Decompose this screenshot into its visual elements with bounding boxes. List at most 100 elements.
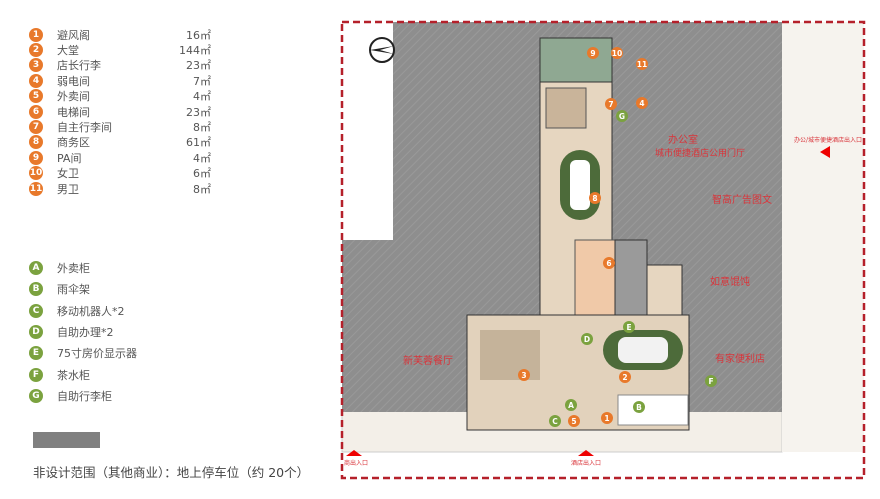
svg-text:1: 1 xyxy=(604,414,609,423)
svg-text:G: G xyxy=(619,112,625,121)
room-area: 8㎡ xyxy=(193,182,211,196)
plan-marker-a: A xyxy=(565,399,577,411)
facility-marker: D xyxy=(29,324,43,339)
plan-label-hotel-lobby: 城市便捷酒店公用门厅 xyxy=(655,147,745,159)
facility-legend-item: A 外卖柜 xyxy=(29,260,90,276)
plan-marker-7: 7 xyxy=(605,98,617,110)
footer-note: 非设计范围（其他商业）：地上停车位（约 20个） xyxy=(33,465,310,480)
room-name: 大堂 xyxy=(57,43,79,57)
plan-marker-5: 5 xyxy=(568,415,580,427)
room-legend-item: 3 店长行李 23㎡ xyxy=(29,58,211,73)
svg-text:E: E xyxy=(626,323,631,332)
plan-marker-g: G xyxy=(616,110,628,122)
non-design-area xyxy=(342,240,467,412)
room-number-marker: 8 xyxy=(29,135,43,150)
plan-label-office: 办公室 xyxy=(668,133,698,146)
plan-marker-10: 10 xyxy=(611,47,623,59)
elevator-lobby xyxy=(574,239,616,321)
svg-text:9: 9 xyxy=(590,49,595,58)
room-number-marker: 4 xyxy=(29,73,43,88)
facility-name: 外卖柜 xyxy=(57,262,90,275)
facility-name: 自助行李柜 xyxy=(57,389,112,403)
room-name: 商务区 xyxy=(57,136,90,150)
room-legend-item: 6 电梯间 23㎡ xyxy=(29,104,211,119)
plan-marker-8: 8 xyxy=(589,192,601,204)
facility-legend-item: B 雨伞架 xyxy=(29,281,90,297)
plan-marker-e: E xyxy=(623,321,635,333)
entrance-arrow-icon xyxy=(820,146,830,158)
room-legend-item: 5 外卖间 4㎡ xyxy=(29,89,211,104)
svg-text:8: 8 xyxy=(592,194,597,203)
non-design-area-swatch xyxy=(33,432,100,448)
plan-marker-4: 4 xyxy=(636,97,648,109)
plan-label-side-entrance: 办公/城市便捷酒店出入口 xyxy=(794,136,862,144)
svg-text:5: 5 xyxy=(571,417,576,426)
plan-label-hotel-entrance: 酒店出入口 xyxy=(571,459,601,467)
room-name: 弱电间 xyxy=(57,74,90,88)
facility-legend-item: G 自助行李柜 xyxy=(29,388,112,404)
room-number-marker: 9 xyxy=(29,150,43,165)
room-area: 8㎡ xyxy=(193,120,211,134)
stairwell xyxy=(614,239,648,316)
facility-name: 雨伞架 xyxy=(57,283,90,297)
entrance-arrow-icon xyxy=(578,450,594,456)
plan-base xyxy=(340,20,866,480)
plan-marker-b: B xyxy=(633,401,645,413)
plan-label-ad-shop: 智高广告图文 xyxy=(712,193,772,206)
room-number-marker: 10 xyxy=(29,166,43,181)
plan-marker-c: C xyxy=(549,415,561,427)
room-name: 女卫 xyxy=(57,167,79,181)
room-area: 23㎡ xyxy=(186,105,211,119)
room-number-marker: 1 xyxy=(29,27,43,42)
room-legend-item: 7 自主行李间 8㎡ xyxy=(29,119,211,134)
room-number-marker: 6 xyxy=(29,104,43,119)
facility-marker: F xyxy=(29,367,43,382)
room-name: 男卫 xyxy=(57,182,79,196)
plan-label-store: 有家便利店 xyxy=(715,352,765,365)
restrooms xyxy=(539,37,613,83)
svg-text:C: C xyxy=(552,417,558,426)
facility-legend-item: F 茶水柜 xyxy=(29,367,90,383)
plan-label-restaurant: 新芙蓉餐厅 xyxy=(403,354,453,367)
room-number-marker: 7 xyxy=(29,119,43,134)
plan-marker-1: 1 xyxy=(601,412,613,424)
svg-text:2: 2 xyxy=(622,373,627,382)
room-name: 外卖间 xyxy=(57,90,90,104)
room-legend-item: 8 商务区 61㎡ xyxy=(29,135,211,150)
room-legend-item: 11 男卫 8㎡ xyxy=(29,181,211,196)
room-number-marker: 5 xyxy=(29,89,43,104)
plan-marker-11: 11 xyxy=(636,58,648,70)
entrance-arrow-icon xyxy=(346,450,362,456)
facility-marker: A xyxy=(29,261,43,275)
svg-text:D: D xyxy=(584,335,590,344)
svg-text:A: A xyxy=(568,401,574,410)
facility-name: 自助办理*2 xyxy=(57,325,114,339)
svg-text:F: F xyxy=(708,377,713,386)
room-name: 电梯间 xyxy=(57,105,90,119)
room-area: 144㎡ xyxy=(179,43,211,57)
svg-text:11: 11 xyxy=(637,60,647,69)
room-area: 61㎡ xyxy=(186,136,211,150)
svg-text:7: 7 xyxy=(608,100,613,109)
room-number-marker: 3 xyxy=(29,58,43,73)
room-name: 店长行李 xyxy=(57,59,101,73)
room-area: 4㎡ xyxy=(193,90,211,104)
facility-name: 茶水柜 xyxy=(57,368,90,382)
design-boundary xyxy=(340,20,866,480)
facility-marker: G xyxy=(29,388,43,403)
svg-text:6: 6 xyxy=(606,259,611,268)
facility-marker: B xyxy=(29,282,43,297)
room-name: 自主行李间 xyxy=(57,120,112,134)
room-name: 避风阁 xyxy=(57,28,90,42)
svg-text:3: 3 xyxy=(521,371,526,380)
room-area: 23㎡ xyxy=(186,59,211,73)
room-number-marker: 11 xyxy=(29,181,43,196)
svg-text:4: 4 xyxy=(639,99,644,108)
facility-name: 75寸房价显示器 xyxy=(57,347,137,361)
plan-marker-3: 3 xyxy=(518,369,530,381)
north-arrow-icon xyxy=(369,37,395,63)
